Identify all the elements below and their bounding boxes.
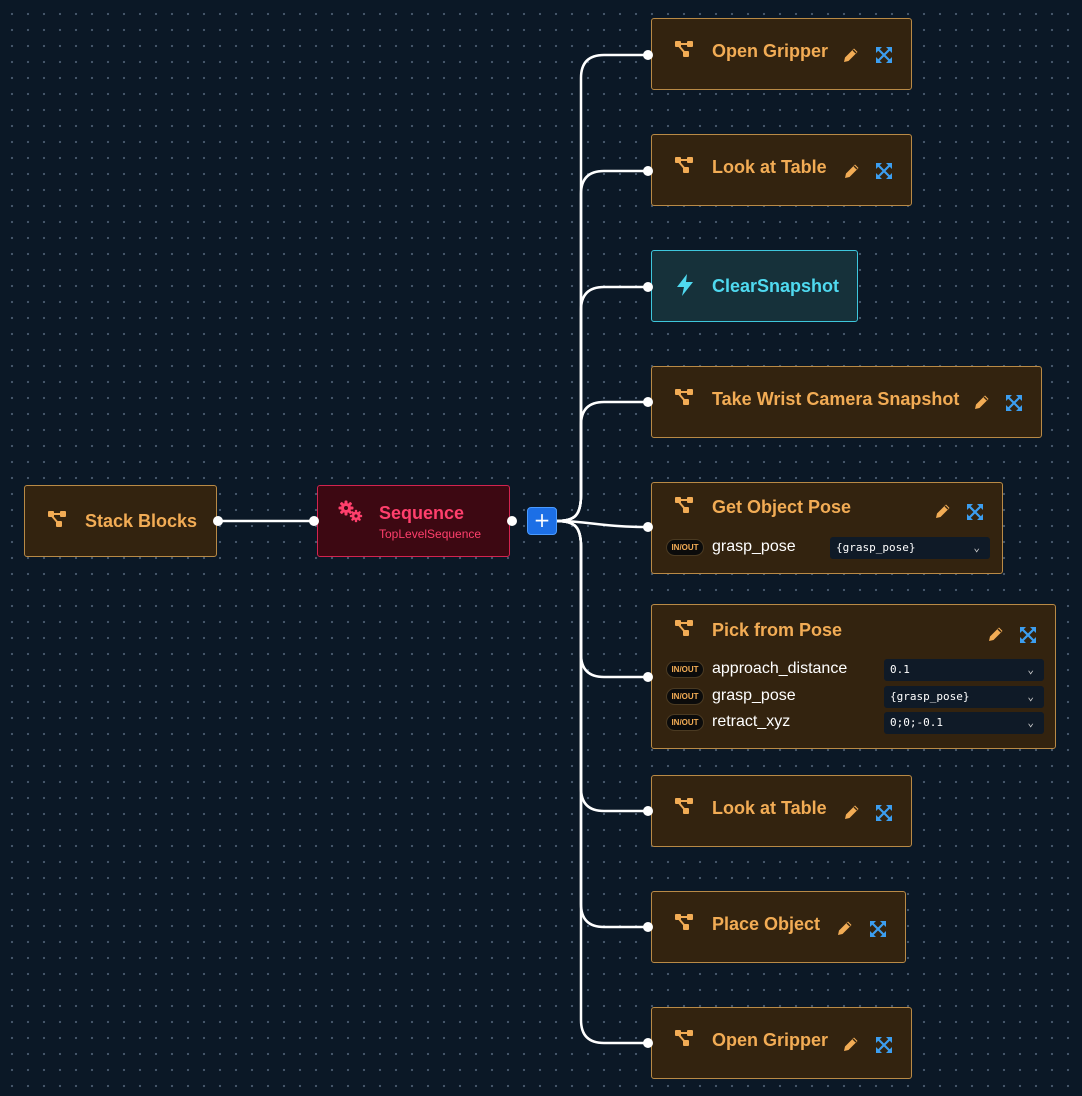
input-handle[interactable] [643, 922, 653, 932]
port-row-grasp-pose: IN/OUT grasp_pose {grasp_pose} ⌄ [666, 537, 992, 559]
expand-icon[interactable] [967, 504, 983, 520]
port-row-retract-xyz: IN/OUT retract_xyz 0;0;-0.1 ⌄ [666, 712, 1046, 734]
subtree-icon [675, 389, 693, 405]
chevron-down-icon: ⌄ [1027, 690, 1034, 703]
output-handle[interactable] [213, 516, 223, 526]
node-title: Take Wrist Camera Snapshot [712, 389, 960, 409]
node-title: Sequence [379, 503, 465, 523]
node-open-gripper[interactable]: Open Gripper [651, 18, 912, 90]
expand-icon[interactable] [876, 47, 892, 63]
chevron-down-icon: ⌄ [1027, 716, 1034, 729]
node-title: Open Gripper [712, 1030, 829, 1050]
port-value-text: 0.1 [890, 663, 910, 676]
pencil-icon[interactable] [843, 803, 861, 821]
edge-sequence-to-place-object [555, 519, 650, 929]
node-title: ClearSnapshot [712, 276, 840, 296]
add-child-button[interactable]: + [527, 507, 557, 535]
expand-icon[interactable] [870, 921, 886, 937]
port-direction-badge: IN/OUT [666, 539, 704, 556]
node-place-object[interactable]: Place Object [651, 891, 906, 963]
port-direction-badge: IN/OUT [666, 714, 704, 731]
node-title: Look at Table [712, 157, 827, 177]
port-row-approach-distance: IN/OUT approach_distance 0.1 ⌄ [666, 659, 1046, 681]
input-handle[interactable] [643, 1038, 653, 1048]
pencil-icon[interactable] [987, 625, 1005, 643]
chevron-down-icon: ⌄ [1027, 663, 1034, 676]
node-sequence[interactable]: Sequence TopLevelSequence [317, 485, 510, 557]
port-direction-badge: IN/OUT [666, 661, 704, 678]
input-handle[interactable] [643, 397, 653, 407]
pencil-icon[interactable] [934, 502, 952, 520]
pencil-icon[interactable] [842, 1035, 860, 1053]
expand-icon[interactable] [1006, 395, 1022, 411]
port-value-select[interactable]: 0;0;-0.1 ⌄ [884, 712, 1044, 734]
subtree-icon [675, 620, 693, 636]
subtree-icon [675, 41, 693, 57]
port-name: grasp_pose [712, 687, 796, 704]
subtree-icon [675, 157, 693, 173]
port-value-text: {grasp_pose} [836, 541, 916, 554]
input-handle[interactable] [643, 806, 653, 816]
expand-icon[interactable] [1020, 627, 1036, 643]
edge-sequence-to-pick-from-pose [555, 519, 650, 679]
port-name: approach_distance [712, 660, 848, 677]
node-title: Place Object [712, 914, 821, 934]
edge-sequence-to-clear-snapshot [555, 285, 650, 523]
port-row-grasp-pose: IN/OUT grasp_pose {grasp_pose} ⌄ [666, 686, 1046, 708]
port-name: retract_xyz [712, 713, 791, 730]
node-subtitle: TopLevelSequence [379, 527, 482, 541]
port-value-select[interactable]: {grasp_pose} ⌄ [830, 537, 990, 559]
expand-icon[interactable] [876, 163, 892, 179]
pencil-icon[interactable] [842, 46, 860, 64]
subtree-icon [48, 511, 66, 527]
edge-sequence-to-look-at-table-2 [555, 519, 650, 813]
input-handle[interactable] [643, 282, 653, 292]
port-direction-badge: IN/OUT [666, 688, 704, 705]
edge-sequence-to-look-at-table [555, 169, 650, 523]
subtree-icon [675, 1030, 693, 1046]
subtree-icon [675, 497, 693, 513]
pencil-icon[interactable] [973, 393, 991, 411]
subtree-icon [675, 914, 693, 930]
chevron-down-icon: ⌄ [973, 541, 980, 554]
node-get-object-pose[interactable]: Get Object Pose IN/OUT grasp_pose {grasp… [651, 482, 1003, 574]
node-title: Stack Blocks [85, 511, 198, 531]
lightning-icon [677, 274, 693, 296]
gears-icon [338, 500, 363, 523]
node-clear-snapshot[interactable]: ClearSnapshot [651, 250, 858, 322]
node-open-gripper-2[interactable]: Open Gripper [651, 1007, 912, 1079]
node-title: Look at Table [712, 798, 827, 818]
output-handle[interactable] [507, 516, 517, 526]
edge-sequence-to-open-gripper-2 [555, 519, 650, 1045]
pencil-icon[interactable] [836, 919, 854, 937]
pencil-icon[interactable] [843, 162, 861, 180]
input-handle[interactable] [643, 522, 653, 532]
node-look-at-table-2[interactable]: Look at Table [651, 775, 912, 847]
port-value-text: {grasp_pose} [890, 690, 970, 703]
input-handle[interactable] [309, 516, 319, 526]
input-handle[interactable] [643, 50, 653, 60]
expand-icon[interactable] [876, 1037, 892, 1053]
node-take-wrist-camera-snapshot[interactable]: Take Wrist Camera Snapshot [651, 366, 1042, 438]
node-title: Get Object Pose [712, 497, 852, 517]
node-title: Open Gripper [712, 41, 829, 61]
node-stack-blocks[interactable]: Stack Blocks [24, 485, 217, 557]
subtree-icon [675, 798, 693, 814]
port-value-text: 0;0;-0.1 [890, 716, 943, 729]
port-name: grasp_pose [712, 538, 796, 555]
edge-sequence-to-take-snapshot [555, 400, 650, 523]
input-handle[interactable] [643, 672, 653, 682]
port-value-select[interactable]: 0.1 ⌄ [884, 659, 1044, 681]
input-handle[interactable] [643, 166, 653, 176]
expand-icon[interactable] [876, 805, 892, 821]
node-title: Pick from Pose [712, 620, 843, 640]
node-look-at-table[interactable]: Look at Table [651, 134, 912, 206]
node-pick-from-pose[interactable]: Pick from Pose IN/OUT approach_distance … [651, 604, 1056, 749]
port-value-select[interactable]: {grasp_pose} ⌄ [884, 686, 1044, 708]
